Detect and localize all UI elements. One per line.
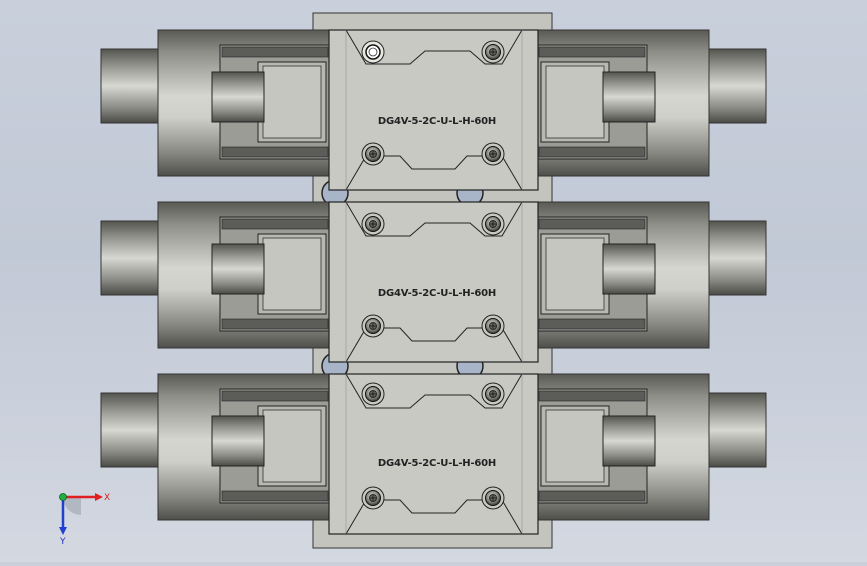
reference-triad[interactable]: X Y (59, 493, 110, 547)
valve-3[interactable]: DG4V-5-2C-U-L-H-60H (100, 373, 767, 535)
valve-1-model-label: DG4V-5-2C-U-L-H-60H (378, 116, 496, 127)
triad-x-label: X (104, 493, 110, 503)
valve-2[interactable]: DG4V-5-2C-U-L-H-60H (100, 201, 767, 363)
valve-1-bolts (361, 40, 505, 166)
valve-3-model-label: DG4V-5-2C-U-L-H-60H (378, 458, 496, 469)
valve-1[interactable]: DG4V-5-2C-U-L-H-60H (100, 29, 767, 191)
triad-y-arrow-icon (59, 527, 67, 535)
triad-z-axis-icon (59, 493, 67, 501)
valve-2-model-label: DG4V-5-2C-U-L-H-60H (378, 288, 496, 299)
triad-plane-icon (63, 497, 81, 515)
triad-y-label: Y (59, 537, 66, 547)
triad-x-arrow-icon (95, 493, 103, 501)
